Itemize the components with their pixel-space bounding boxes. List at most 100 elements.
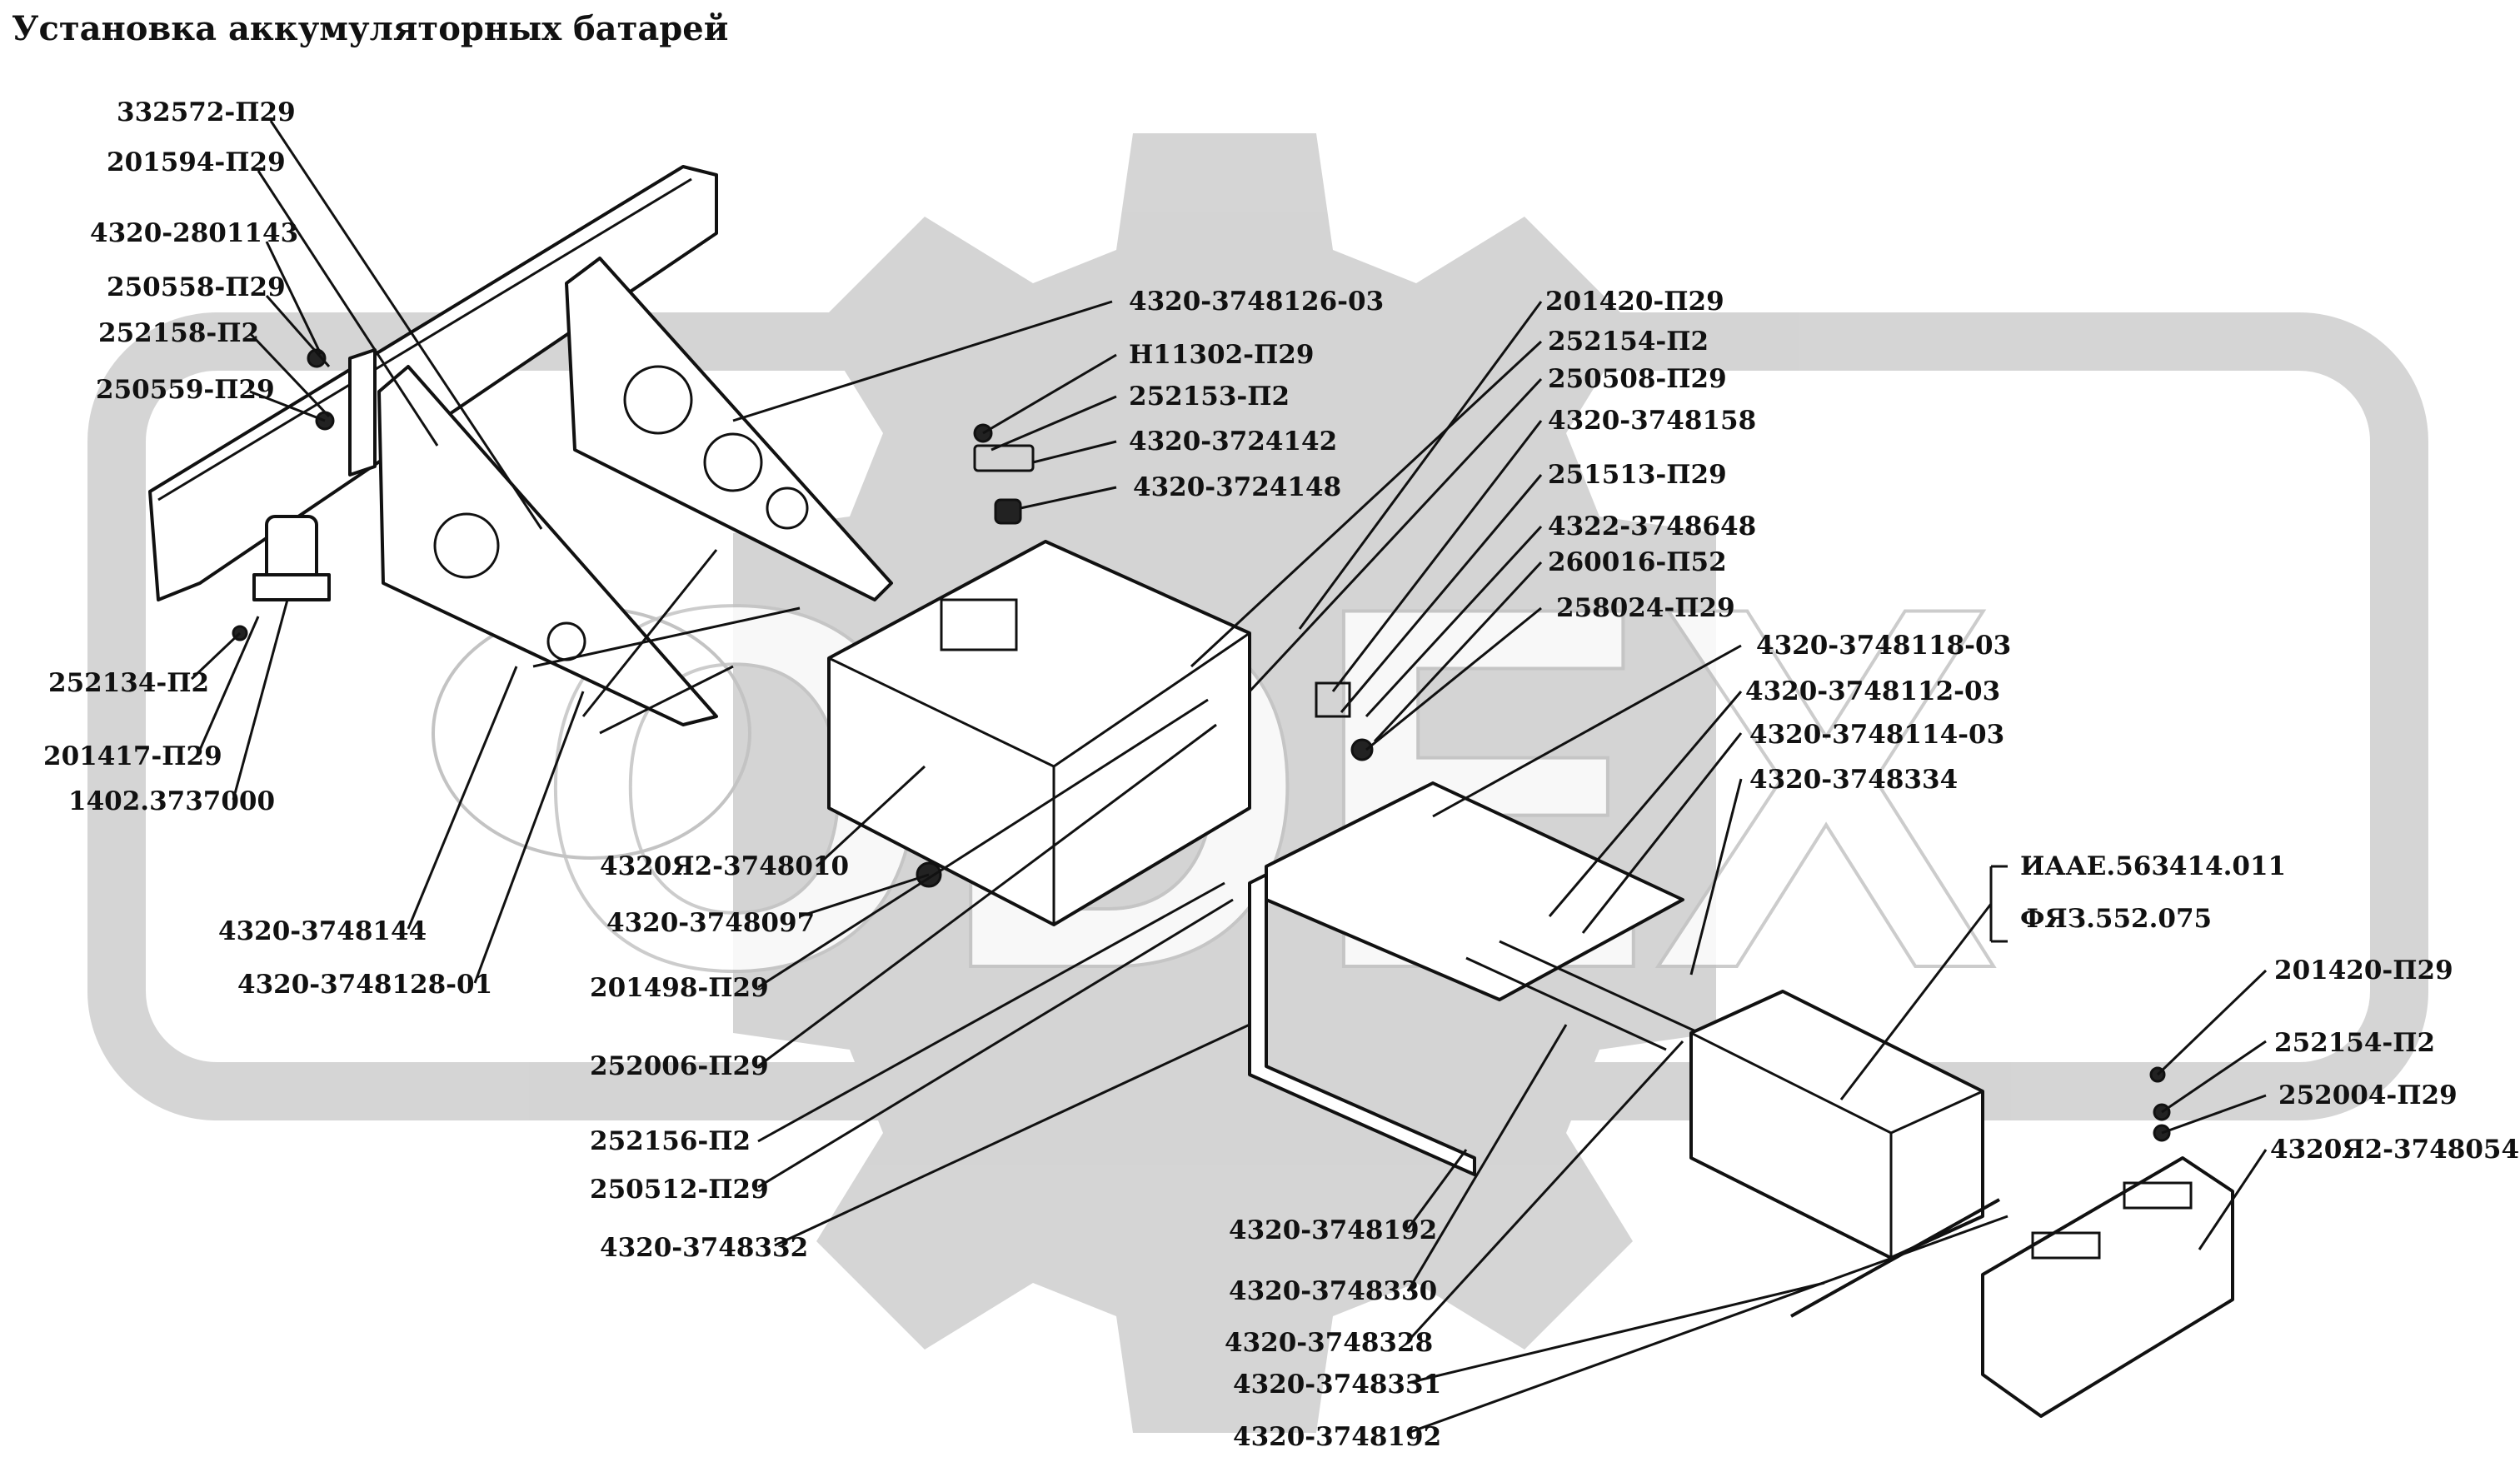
leader-line: [1432, 644, 1742, 818]
leader-line: [1331, 420, 1543, 692]
leader-line: [265, 241, 322, 355]
part-label: 252004-П29: [2278, 1080, 2458, 1110]
leader-line: [2198, 1149, 2268, 1250]
battery: [1689, 990, 1984, 1260]
part-label: 201420-П29: [2274, 956, 2453, 986]
part-label: 4322-3748648: [1548, 511, 1756, 541]
part-label: 4320Я2-3748054: [2270, 1135, 2519, 1165]
pad-2: [994, 498, 1022, 525]
part-label: 4320-3748128-01: [237, 970, 492, 1000]
leader-line: [190, 631, 242, 681]
part-label: 1402.3737000: [68, 786, 275, 816]
battery-box-lid-plate: [940, 598, 1018, 651]
part-label: 4320-3748126-03: [1129, 287, 1384, 317]
cover-slot-1: [2031, 1231, 2101, 1260]
part-label: 258024-П29: [1556, 593, 1735, 623]
part-labels: 332572-П29 201594-П29 4320-2801143 25055…: [43, 97, 2519, 1452]
part-label: 260016-П52: [1548, 547, 1727, 577]
part-label: 4320-3748331: [1233, 1370, 1441, 1400]
leader-line: [265, 295, 331, 367]
part-label: 4320-3748158: [1548, 406, 1756, 436]
part-label: 201498-П29: [590, 973, 769, 1003]
leader-line: [1407, 1281, 1825, 1385]
part-label: 4320-3748192: [1233, 1422, 1441, 1452]
leader-line: [1406, 1149, 1468, 1230]
leader-line: [1340, 474, 1543, 713]
part-label: 252006-П29: [590, 1051, 769, 1081]
leader-line: [815, 765, 926, 868]
leader-line: [2161, 1094, 2267, 1135]
leader-line: [2156, 969, 2268, 1076]
part-label: 252153-П2: [1129, 382, 1290, 412]
page-title: Установка аккумуляторных батарей: [12, 9, 728, 48]
clamp-icon: [1315, 681, 1351, 718]
frame-rail-edge: [157, 177, 692, 501]
part-label: 250508-П29: [1548, 364, 1727, 394]
leader-line: [757, 898, 1234, 1189]
leader-lines: [190, 120, 2268, 1435]
part-label: 4320-3748192: [1229, 1215, 1437, 1245]
leader-line: [1365, 525, 1543, 718]
leader-line: [799, 873, 930, 918]
leader-line: [1373, 561, 1543, 743]
parts: [148, 165, 2234, 1418]
cover-slot-2: [2123, 1181, 2193, 1210]
leader-line: [1248, 377, 1543, 693]
part-label: 4320-3748334: [1749, 765, 1958, 795]
part-label: 201420-П29: [1545, 287, 1724, 317]
leader-line: [1406, 1040, 1684, 1343]
leader-line: [1839, 903, 1993, 1100]
leader-line: [1406, 1024, 1568, 1292]
leader-line: [774, 1023, 1250, 1247]
battery-box: [827, 540, 1251, 926]
part-label: 252158-П2: [98, 318, 259, 348]
leader-line: [1365, 606, 1542, 751]
bracket-right: [565, 257, 893, 601]
part-label: 252156-П2: [590, 1126, 751, 1156]
watermark-frame: [87, 312, 2428, 1120]
leader-line: [257, 170, 439, 447]
part-label: 4320-3748112-03: [1745, 676, 2000, 706]
part-label: 4320-3748114-03: [1749, 720, 2004, 750]
part-label: 332572-П29: [117, 97, 296, 127]
part-label: 251513-П29: [1548, 460, 1727, 490]
part-label: 252154-П2: [1548, 327, 1709, 357]
leader-line: [269, 120, 543, 530]
leader-line: [757, 723, 1217, 1068]
part-label: 4320Я2-3748010: [600, 851, 849, 881]
leader-line: [732, 300, 1113, 422]
part-label: 201594-П29: [107, 147, 286, 177]
part-label: ИААЕ.563414.011: [2020, 851, 2286, 881]
part-label: 250512-П29: [590, 1175, 769, 1205]
tray-side-panel: [1248, 873, 1476, 1176]
bracket-right-hole-3: [766, 487, 809, 530]
part-label: 252154-П2: [2274, 1028, 2435, 1058]
part-label: 250558-П29: [107, 272, 286, 302]
part-label: 4320-3724142: [1129, 427, 1337, 457]
bracket-right-hole-1: [623, 365, 693, 435]
part-label: 4320-3748332: [600, 1233, 808, 1263]
leader-line: [407, 666, 518, 930]
part-label: 4320-3748144: [218, 916, 427, 946]
bracket-left-hole-1: [433, 512, 500, 579]
rail-1: [1465, 956, 1667, 1051]
bracket-left: [377, 365, 718, 726]
leader-line: [232, 599, 289, 801]
leader-line: [1689, 778, 1743, 976]
battery-cover: [1981, 1156, 2234, 1418]
leader-line: [991, 395, 1117, 452]
cross-brace-1: [581, 549, 718, 717]
part-label: 252134-П2: [48, 668, 209, 698]
bracket-right-hole-2: [703, 432, 763, 492]
part-label: 201417-П29: [43, 741, 222, 771]
leader-line: [1020, 486, 1117, 510]
leader-line: [757, 698, 1209, 989]
part-label: 4320-3724148: [1133, 472, 1341, 502]
rail-2: [1499, 940, 1700, 1035]
clamp-plate: [348, 348, 377, 477]
part-label: Н11302-П29: [1129, 340, 1314, 370]
leader-line: [248, 332, 331, 418]
part-label: 250559-П29: [96, 375, 275, 405]
cross-brace-3: [599, 665, 734, 735]
